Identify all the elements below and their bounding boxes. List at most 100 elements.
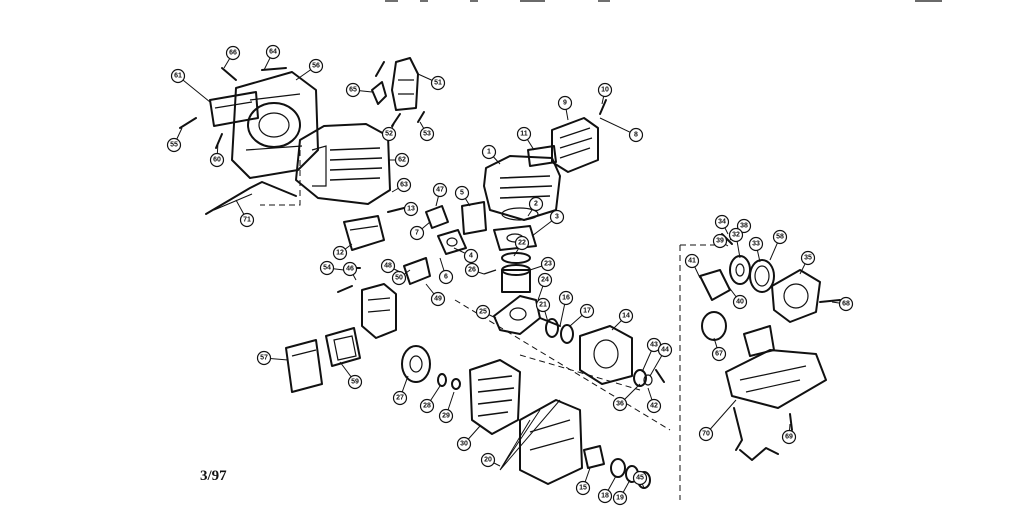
callout-55: 55 [166, 127, 183, 153]
callout-number: 68 [842, 301, 850, 308]
callout-number: 22 [518, 240, 526, 247]
callout-number: 41 [688, 258, 696, 265]
air-filter [285, 327, 361, 393]
callout-number: 71 [243, 217, 251, 224]
callout-4: 4 [453, 247, 479, 264]
callout-68: 68 [831, 296, 854, 312]
callout-leader [705, 399, 737, 435]
callout-number: 65 [349, 87, 357, 94]
callout-number: 54 [323, 265, 331, 272]
callout-circle [597, 488, 613, 504]
callout-number: 25 [479, 309, 487, 316]
callout-2: 2 [527, 196, 544, 217]
callout-32: 32 [728, 227, 744, 259]
callout-53: 53 [419, 121, 435, 142]
callout-42: 42 [646, 387, 662, 414]
callout-48: 48 [380, 258, 401, 274]
callout-51: 51 [417, 73, 446, 91]
callout-number: 70 [702, 431, 710, 438]
callout-number: 59 [351, 379, 359, 386]
callout-circle [342, 261, 358, 277]
callout-11: 11 [516, 126, 535, 151]
starter-screws [179, 67, 287, 149]
callout-60: 60 [209, 141, 225, 168]
callout-circle [684, 253, 700, 269]
callout-circle [480, 452, 496, 468]
callout-54: 54 [319, 260, 345, 276]
callout-number: 1 [487, 149, 491, 156]
callout-circle [800, 250, 816, 266]
callout-63: 63 [391, 177, 412, 193]
muffler-gasket [527, 145, 557, 167]
callout-number: 14 [622, 313, 630, 320]
callout-15: 15 [575, 467, 591, 496]
callout-circle [612, 396, 628, 412]
callout-number: 55 [170, 142, 178, 149]
callout-circle [403, 201, 419, 217]
callout-number: 10 [601, 87, 609, 94]
flywheel [469, 359, 521, 435]
callout-number: 4 [469, 253, 473, 260]
callout-45: 45 [632, 470, 648, 489]
callout-44: 44 [649, 342, 673, 377]
callout-circle [308, 58, 324, 74]
callout-number: 34 [718, 219, 726, 226]
callout-number: 21 [539, 302, 547, 309]
callout-number: 48 [384, 263, 392, 270]
callout-number: 30 [460, 441, 468, 448]
callout-circle [464, 262, 480, 278]
callout-26: 26 [464, 262, 485, 278]
callout-number: 5 [460, 190, 464, 197]
callout-29: 29 [438, 391, 455, 424]
callout-number: 44 [661, 347, 669, 354]
date-code: 3/97 [200, 468, 227, 484]
callout-8: 8 [599, 117, 644, 143]
callout-number: 47 [436, 187, 444, 194]
crankshaft [493, 295, 561, 335]
callout-number: 6 [444, 274, 448, 281]
callout-67: 67 [711, 337, 727, 362]
callout-35: 35 [799, 250, 816, 275]
callout-circle [454, 185, 470, 201]
callout-circle [712, 233, 728, 249]
callout-21: 21 [535, 297, 551, 323]
callout-number: 39 [716, 238, 724, 245]
callout-number: 58 [776, 234, 784, 241]
callout-circle [714, 214, 730, 230]
crankcase-half [579, 325, 633, 385]
callout-circle [781, 429, 797, 445]
callout-circle [632, 470, 648, 486]
callout-circle [558, 290, 574, 306]
callout-circle [475, 304, 491, 320]
callout-circle [557, 95, 573, 111]
engine-block-lower [499, 399, 583, 485]
callout-circle [657, 342, 673, 358]
callout-6: 6 [438, 257, 454, 285]
callout-61: 61 [170, 68, 211, 103]
callout-circle [432, 182, 448, 198]
callout-circle [516, 126, 532, 142]
callout-16: 16 [558, 290, 574, 327]
callout-number: 24 [541, 277, 549, 284]
callout-13: 13 [403, 201, 419, 217]
callout-circle [549, 209, 565, 225]
callout-number: 18 [601, 493, 609, 500]
callout-22: 22 [513, 235, 530, 257]
callout-62: 62 [388, 152, 410, 168]
callout-66: 66 [223, 45, 241, 69]
callout-circle [698, 426, 714, 442]
callout-number: 23 [544, 261, 552, 268]
callout-circle [419, 398, 435, 414]
drive-parts [633, 369, 665, 387]
callout-34: 34 [714, 214, 730, 235]
piston [483, 252, 531, 293]
callout-number: 57 [260, 355, 268, 362]
callout-number: 19 [616, 495, 624, 502]
callout-circle [380, 258, 396, 274]
callout-number: 2 [534, 201, 538, 208]
callout-circle [612, 490, 628, 506]
callout-69: 69 [781, 423, 797, 445]
callout-24: 24 [537, 272, 553, 301]
callout-circle [430, 291, 446, 307]
